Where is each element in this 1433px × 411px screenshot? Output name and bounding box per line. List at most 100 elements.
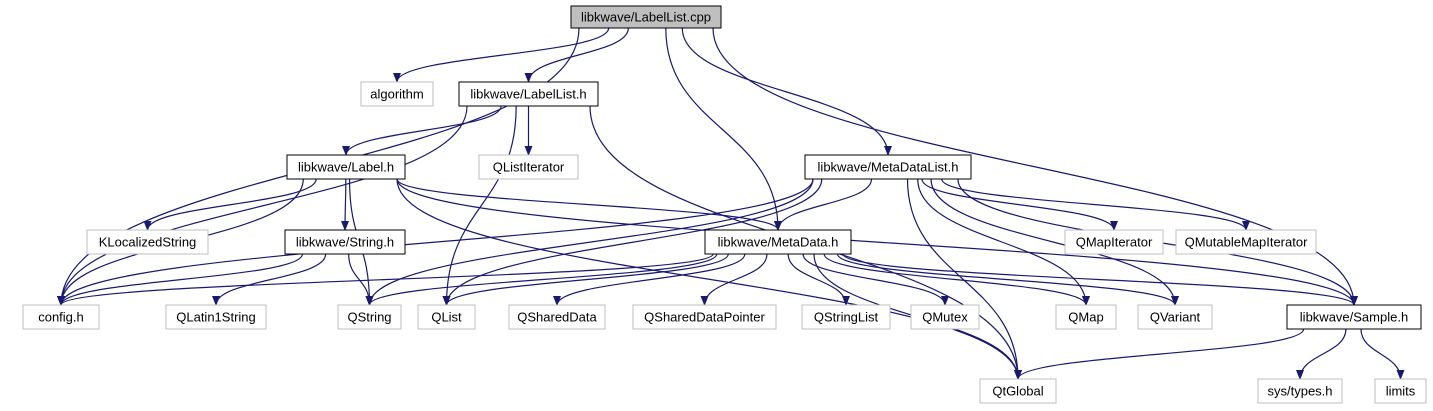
edge-metadatalist_h-to-qlist [442, 178, 823, 306]
node-box-label_h [286, 154, 406, 180]
node-metadata_h[interactable]: libkwave/MetaData.h [704, 229, 852, 255]
node-box-qvariant [1137, 304, 1213, 330]
edge-metadatalist_h-to-qstring [365, 178, 814, 306]
edge-metadata_h-to-qstringlist [787, 253, 850, 306]
node-label-qmapiterator: QMapIterator [1076, 235, 1153, 250]
node-sample_h[interactable]: libkwave/Sample.h [1286, 304, 1422, 330]
node-box-sys_types_h [1257, 378, 1343, 404]
node-label-qshareddata: QSharedData [517, 310, 597, 325]
node-algorithm: algorithm [360, 81, 434, 107]
node-label-qlatin1string: QLatin1String [176, 310, 256, 325]
node-qmap: QMap [1055, 304, 1117, 330]
node-box-config_h [22, 304, 100, 330]
edge-string_h-to-config_h [57, 253, 303, 306]
node-label-qlistiterator: QListIterator [493, 160, 565, 175]
edge-string_h-to-qlatin1string [212, 253, 327, 306]
node-box-metadata_h [704, 229, 852, 255]
edge-labellist_cpp-to-metadatalist_h [681, 27, 892, 156]
edge-labellist_h-to-label_h [342, 105, 502, 156]
node-label-qlist: QList [431, 310, 462, 325]
node-box-qtglobal [979, 378, 1057, 404]
node-label_h[interactable]: libkwave/Label.h [286, 154, 406, 180]
edge-labellist_cpp-to-algorithm [393, 27, 610, 83]
node-label-sys_types_h: sys/types.h [1267, 384, 1332, 399]
node-config_h: config.h [22, 304, 100, 330]
edge-metadata_h-to-qstring [365, 253, 718, 306]
node-box-qlistiterator [478, 154, 579, 180]
node-box-qmap [1055, 304, 1117, 330]
node-box-qlist [417, 304, 476, 330]
edge-sample_h-to-qtglobal [1014, 328, 1305, 380]
node-qstring: QString [337, 304, 402, 330]
node-box-qmapiterator [1064, 229, 1164, 255]
node-label-qvariant: QVariant [1150, 310, 1201, 325]
edge-labellist_h-to-qlist [442, 105, 517, 306]
edge-label_h-to-klocalizedstring [143, 178, 317, 231]
node-box-labellist_h [458, 81, 599, 107]
node-label-sample_h: libkwave/Sample.h [1300, 310, 1408, 325]
node-box-sample_h [1286, 304, 1422, 330]
node-box-qlatin1string [165, 304, 267, 330]
node-box-metadatalist_h [804, 154, 972, 180]
node-box-qstringlist [801, 304, 891, 330]
node-sys_types_h: sys/types.h [1257, 378, 1343, 404]
node-box-qmutablemapiterator [1175, 229, 1317, 255]
node-box-algorithm [360, 81, 434, 107]
node-qvariant: QVariant [1137, 304, 1213, 330]
nodes-layer: libkwave/LabelList.cpp algorithm libkwave/… [22, 5, 1427, 404]
edge-metadatalist_h-to-config_h [57, 178, 814, 306]
edge-sample_h-to-limits [1360, 328, 1405, 380]
edge-string_h-to-qstring [348, 253, 374, 306]
edge-labellist_cpp-to-sample_h [712, 27, 1358, 306]
node-box-qstring [337, 304, 402, 330]
node-label-algorithm: algorithm [370, 87, 423, 102]
node-qshareddata: QSharedData [508, 304, 606, 330]
node-label-qmutex: QMutex [922, 310, 968, 325]
node-box-qmutex [910, 304, 980, 330]
node-metadatalist_h[interactable]: libkwave/MetaDataList.h [804, 154, 972, 180]
node-box-labellist_cpp [570, 5, 722, 29]
node-labellist_cpp[interactable]: libkwave/LabelList.cpp [570, 5, 722, 29]
edge-sample_h-to-sys_types_h [1296, 328, 1347, 380]
node-box-klocalizedstring [86, 229, 209, 255]
node-qtglobal: QtGlobal [979, 378, 1057, 404]
edge-metadata_h-to-qmutex [802, 253, 949, 306]
edge-label_h-to-metadata_h [396, 178, 782, 231]
edge-metadatalist_h-to-qmutablemapiterator [941, 178, 1250, 231]
node-qshareddatapointer: QSharedDataPointer [632, 304, 777, 330]
node-labellist_h[interactable]: libkwave/LabelList.h [458, 81, 599, 107]
edge-metadatalist_h-to-metadata_h [774, 178, 873, 231]
node-box-qshareddatapointer [632, 304, 777, 330]
edge-metadata_h-to-config_h [57, 253, 714, 306]
node-label-qstring: QString [347, 310, 391, 325]
node-label-metadata_h: libkwave/MetaData.h [718, 235, 839, 250]
node-label-qshareddatapointer: QSharedDataPointer [644, 310, 765, 325]
node-label-qstringlist: QStringList [814, 310, 879, 325]
edges-layer [57, 27, 1405, 380]
node-label-string_h: libkwave/String.h [296, 235, 394, 250]
node-qlatin1string: QLatin1String [165, 304, 267, 330]
edge-labellist_cpp-to-metadata_h [665, 27, 782, 231]
edge-metadata_h-to-qshareddatapointer [700, 253, 768, 306]
node-label-qtglobal: QtGlobal [992, 384, 1043, 399]
edge-labellist_cpp-to-labellist_h [524, 27, 629, 83]
node-label-labellist_h: libkwave/LabelList.h [470, 87, 586, 102]
node-label-config_h: config.h [38, 310, 84, 325]
edge-metadata_h-to-qmap [823, 253, 1090, 306]
node-label-labellist_cpp: libkwave/LabelList.cpp [581, 10, 711, 25]
node-label-label_h: libkwave/Label.h [298, 160, 394, 175]
node-klocalizedstring: KLocalizedString [86, 229, 209, 255]
node-box-qshareddata [508, 304, 606, 330]
edge-metadata_h-to-qshareddata [553, 253, 746, 306]
edge-label_h-to-qtglobal [396, 178, 1022, 380]
node-qmutablemapiterator: QMutableMapIterator [1175, 229, 1317, 255]
node-label-qmap: QMap [1068, 310, 1103, 325]
node-label-metadatalist_h: libkwave/MetaDataList.h [818, 160, 959, 175]
node-label-klocalizedstring: KLocalizedString [99, 235, 197, 250]
node-limits: limits [1374, 378, 1427, 404]
node-box-string_h [284, 229, 406, 255]
node-qmapiterator: QMapIterator [1064, 229, 1164, 255]
node-string_h[interactable]: libkwave/String.h [284, 229, 406, 255]
node-qstringlist: QStringList [801, 304, 891, 330]
